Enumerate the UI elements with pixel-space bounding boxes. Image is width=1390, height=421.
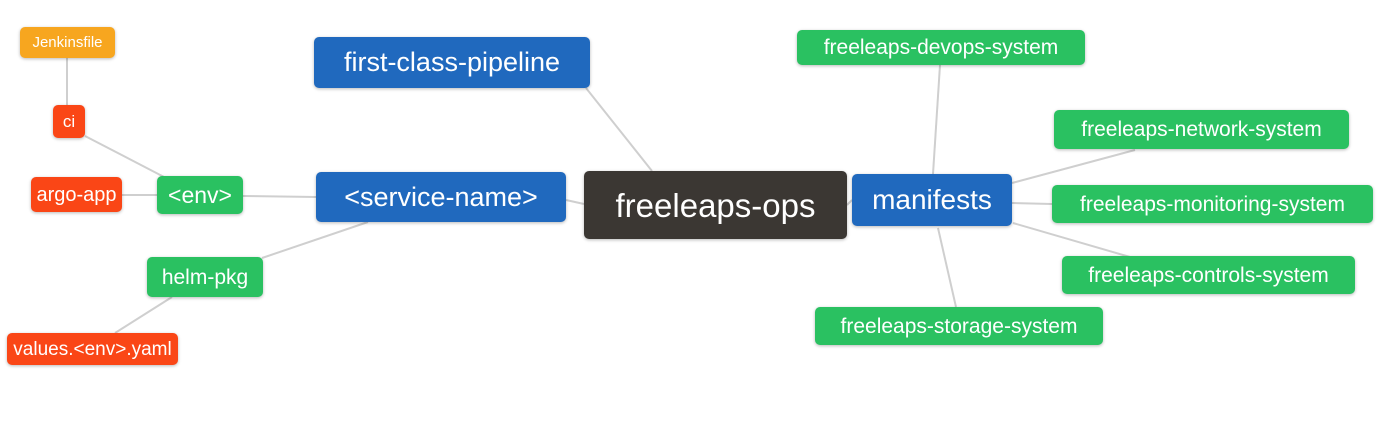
node-argo-app[interactable]: argo-app bbox=[31, 177, 122, 212]
edge-pipeline-ops bbox=[585, 87, 653, 172]
node-first-class-pipeline[interactable]: first-class-pipeline bbox=[314, 37, 590, 88]
node-freeleaps-network-system-label: freeleaps-network-system bbox=[1081, 118, 1322, 141]
node-freeleaps-storage-system[interactable]: freeleaps-storage-system bbox=[815, 307, 1103, 345]
node-ci-label: ci bbox=[62, 112, 76, 131]
edge-helm-pkg-values bbox=[114, 296, 173, 334]
node-jenkinsfile[interactable]: Jenkinsfile bbox=[20, 27, 115, 58]
node-values-env-yaml[interactable]: values.<env>.yaml bbox=[7, 333, 178, 365]
node-freeleaps-monitoring-system[interactable]: freeleaps-monitoring-system bbox=[1052, 185, 1373, 223]
edge-manifests-network bbox=[1011, 149, 1136, 184]
node-env[interactable]: <env> bbox=[157, 176, 243, 214]
node-jenkinsfile-label: Jenkinsfile bbox=[32, 34, 103, 51]
edge-service-name-ops bbox=[565, 199, 585, 205]
node-manifests-label: manifests bbox=[872, 184, 992, 215]
node-manifests[interactable]: manifests bbox=[852, 174, 1012, 226]
node-service-name[interactable]: <service-name> bbox=[316, 172, 566, 222]
edge-manifests-devops bbox=[932, 64, 941, 175]
node-argo-app-label: argo-app bbox=[36, 183, 117, 206]
node-freeleaps-controls-system[interactable]: freeleaps-controls-system bbox=[1062, 256, 1355, 294]
edge-service-name-helm-pkg bbox=[261, 221, 369, 259]
node-values-env-yaml-label: values.<env>.yaml bbox=[13, 338, 172, 360]
node-freeleaps-storage-system-label: freeleaps-storage-system bbox=[840, 314, 1078, 338]
node-first-class-pipeline-label: first-class-pipeline bbox=[343, 47, 561, 77]
node-freeleaps-devops-system-label: freeleaps-devops-system bbox=[823, 36, 1059, 59]
edge-env-service-name bbox=[242, 195, 317, 198]
node-freeleaps-ops-root[interactable]: freeleaps-ops bbox=[584, 171, 847, 239]
node-service-name-label: <service-name> bbox=[344, 181, 538, 212]
node-env-label: <env> bbox=[168, 181, 232, 208]
node-freeleaps-ops-label: freeleaps-ops bbox=[615, 186, 816, 224]
edge-manifests-storage bbox=[937, 227, 957, 308]
edge-ci-env bbox=[84, 135, 167, 179]
edge-manifests-controls bbox=[1012, 222, 1131, 258]
node-helm-pkg-label: helm-pkg bbox=[161, 265, 249, 289]
node-freeleaps-controls-system-label: freeleaps-controls-system bbox=[1088, 263, 1329, 287]
node-helm-pkg[interactable]: helm-pkg bbox=[147, 257, 263, 297]
node-freeleaps-devops-system[interactable]: freeleaps-devops-system bbox=[797, 30, 1085, 65]
node-ci[interactable]: ci bbox=[53, 105, 85, 138]
node-freeleaps-network-system[interactable]: freeleaps-network-system bbox=[1054, 110, 1349, 149]
node-freeleaps-monitoring-system-label: freeleaps-monitoring-system bbox=[1080, 192, 1345, 216]
edge-manifests-monitoring bbox=[1011, 202, 1053, 205]
